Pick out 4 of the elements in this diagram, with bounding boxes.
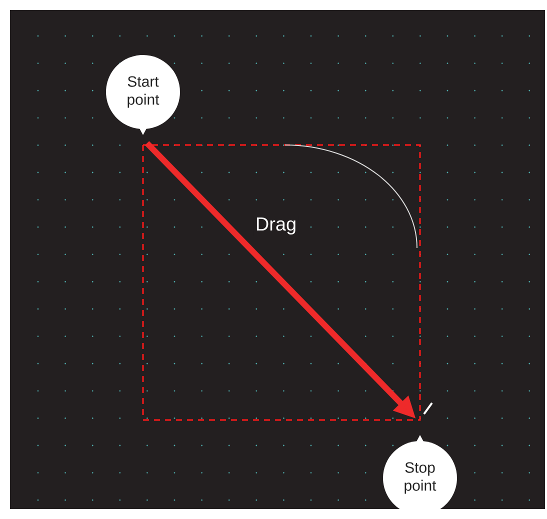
- callout-bubble: Stop point: [383, 435, 457, 515]
- edge-label: Drag: [253, 215, 299, 236]
- node-label: Stop point: [404, 462, 436, 494]
- callout-bubble: Start point: [106, 55, 180, 135]
